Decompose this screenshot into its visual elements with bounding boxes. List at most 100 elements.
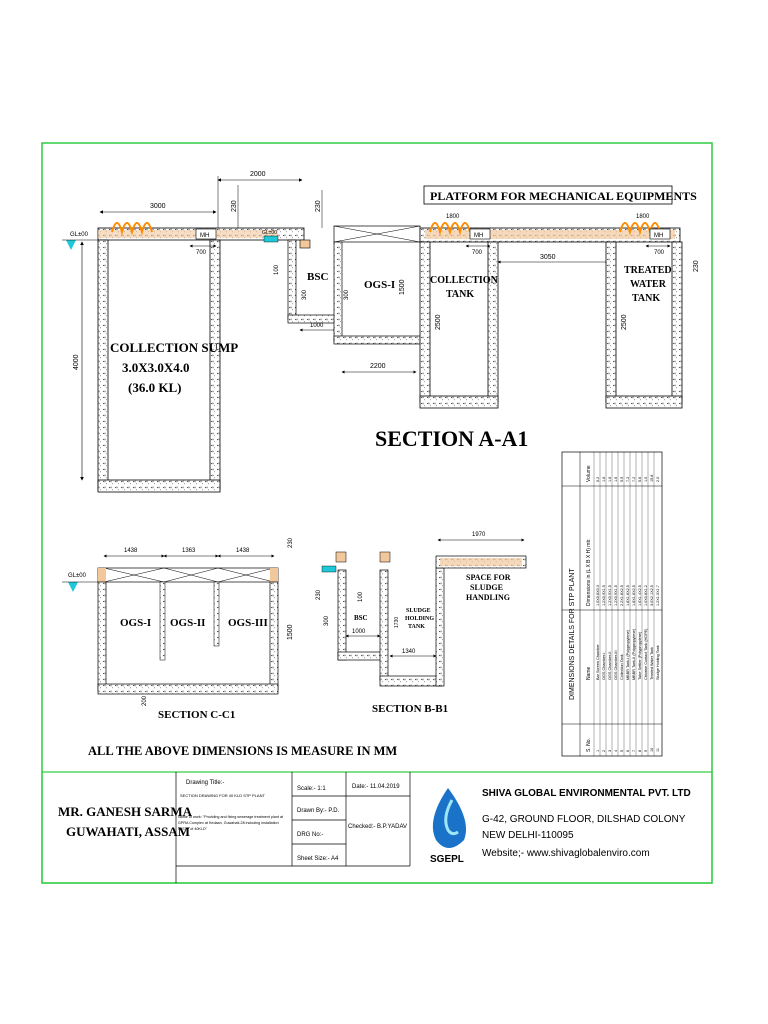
platform-label: PLATFORM FOR MECHANICAL EQUIPMENTS: [430, 189, 697, 203]
mh-label-2: MH: [474, 233, 483, 239]
table-title: DIMENSIONS DETAILS FOR STP PLANT: [569, 568, 576, 700]
dim-200: 200: [142, 695, 148, 706]
sump-wall-left: [97, 239, 109, 491]
dim-700-a: 700: [196, 250, 207, 256]
table-cell: 11: [656, 748, 660, 752]
dim-700-c: 700: [654, 250, 665, 256]
table-cell: 9: [644, 750, 648, 752]
address-2: NEW DELHI-110095: [482, 830, 574, 841]
table-cell: 1: [596, 750, 600, 752]
dim-230-e: 230: [316, 589, 322, 600]
scale: Scale:- 1:1: [297, 786, 326, 792]
mh-label: MH: [200, 233, 209, 239]
dim-1363: 1363: [182, 548, 196, 554]
sludge-tank-3: TANK: [408, 624, 425, 630]
table-cell: 1.2X1.0X1.7: [656, 585, 660, 606]
gl-label-2: GL±00: [262, 230, 277, 236]
table-cell: 7.2: [626, 477, 630, 482]
table-cell: 1.6: [614, 477, 618, 482]
treated-coil: [619, 222, 661, 236]
dim-1800-a: 1800: [446, 214, 460, 220]
table-cell: 1.0X0.8X1.2: [644, 585, 648, 606]
dim-1438-b: 1438: [236, 548, 250, 554]
dim-1500-c: 1500: [287, 624, 294, 640]
dim-2000: 2000: [250, 171, 266, 178]
dim-230-a: 230: [231, 200, 238, 212]
drg-no: DRG No:-: [297, 832, 323, 838]
table-cell: 3.0X2.1X2.5: [650, 585, 654, 606]
dim-230-d: 230: [288, 537, 294, 548]
drawn-by: Drawn By:- P.D.: [297, 808, 340, 814]
table-cell: OGS Chamber-II: [608, 652, 612, 680]
table-h-sno: S. No.: [586, 738, 592, 752]
table-cell: MBBR Tank-I (Polypropylene): [626, 629, 630, 680]
company-name: SHIVA GLOBAL ENVIRONMENTAL PVT. LTD: [482, 788, 691, 799]
treated-tank-1: TREATED: [624, 265, 672, 276]
collection-tank-2: TANK: [446, 289, 474, 300]
ogs2-label: OGS-II: [170, 617, 205, 629]
table-cell: 3: [608, 750, 612, 752]
dim-4000: 4000: [73, 354, 80, 370]
table-cell: 7: [632, 750, 636, 752]
table-cell: Collection Tank: [620, 654, 624, 680]
table-cell: 1.6: [602, 477, 606, 482]
table-cell: 1.8X1.6X2.5: [632, 585, 636, 606]
section-c-title: SECTION C-C1: [158, 709, 235, 721]
table-cell: 9.9: [620, 477, 624, 482]
dimension-note: ALL THE ABOVE DIMENSIONS IS MEASURE IN M…: [88, 744, 397, 758]
logo-text: SGEPL: [430, 854, 464, 865]
dim-100-b: 100: [358, 591, 364, 602]
table-cell: 7.2: [632, 477, 636, 482]
dim-230-b: 230: [315, 200, 322, 212]
client-place: GUWAHATI, ASSAM: [66, 824, 190, 839]
dim-3050: 3050: [540, 254, 556, 261]
table-cell: OGS Chamber-III: [614, 650, 618, 680]
table-cell: 2.2X1.8X2.5: [620, 585, 624, 606]
space-label-3: HANDLING: [466, 593, 510, 602]
table-cell: Bar Screen Chamber: [596, 644, 600, 680]
dim-1438-a: 1438: [124, 548, 138, 554]
website: Website;- www.shivaglobalenviro.com: [482, 848, 650, 859]
address-1: G-42, GROUND FLOOR, DILSHAD COLONY: [482, 814, 686, 825]
gl-label-c: GL±00: [68, 573, 87, 579]
table-cell: Chlorine Contact Tank (HDPE): [644, 628, 648, 680]
work-name-1: Name of work: "Providing and fixing sewe…: [178, 815, 283, 819]
sgepl-logo: SGEPL: [430, 788, 466, 865]
sump-label-3: (36.0 KL): [128, 380, 181, 395]
table-cell: 1.2X0.9X1.5: [608, 585, 612, 606]
treated-tank-3: TANK: [632, 293, 660, 304]
dim-1000-b: 1000: [352, 629, 366, 635]
dim-1800-b: 1800: [636, 214, 650, 220]
treated-tank-2: WATER: [630, 279, 667, 290]
table-h-vol: Volume: [586, 465, 592, 482]
bsc-label-b: BSC: [354, 614, 368, 622]
dim-1340: 1340: [402, 649, 416, 655]
sheet-size: Sheet Size:- A4: [297, 856, 339, 862]
table-cell: 4: [614, 750, 618, 752]
mh-label-3: MH: [654, 233, 663, 239]
sludge-tank-2: HOLDING: [405, 616, 434, 622]
table-cell: 8: [638, 750, 642, 752]
table-cell: 1.8X1.6X2.5: [626, 585, 630, 606]
ogs1-label: OGS-I: [120, 617, 151, 629]
section-c-c1: GL±00 1438 1363 1438 230 1500 200 OGS-I …: [62, 537, 294, 721]
collection-coil: [429, 222, 471, 236]
dim-3000: 3000: [150, 203, 166, 210]
sump-label-2: 3.0X3.0X4.0: [122, 360, 190, 375]
table-cell: 2.0: [656, 477, 660, 482]
table-cell: 10: [650, 748, 654, 752]
dim-300-b: 300: [344, 289, 350, 300]
table-cell: 1.6X1.4X2.5: [638, 585, 642, 606]
sump-wall-right: [209, 239, 221, 491]
table-cell: 1.0X0.6X0.3: [596, 585, 600, 606]
checked-by: Checked:- B.P.YADAV: [348, 824, 407, 830]
table-cell: 1.2X0.9X1.5: [602, 585, 606, 606]
table-cell: 1.2X0.9X1.5: [614, 585, 618, 606]
table-cell: 15.8: [650, 475, 654, 482]
table-cell: OGS Chamber-I: [602, 653, 606, 680]
dim-2500-b: 2500: [621, 314, 628, 330]
work-name-2: GPRA Complex at Kedaan, Guwahati-28 incl…: [178, 821, 279, 825]
ogs-label: OGS-I: [364, 279, 395, 291]
section-a-a1: GL±00 MH COLLECTION SUMP 3.0X3.0X4.0 (36…: [62, 171, 700, 493]
